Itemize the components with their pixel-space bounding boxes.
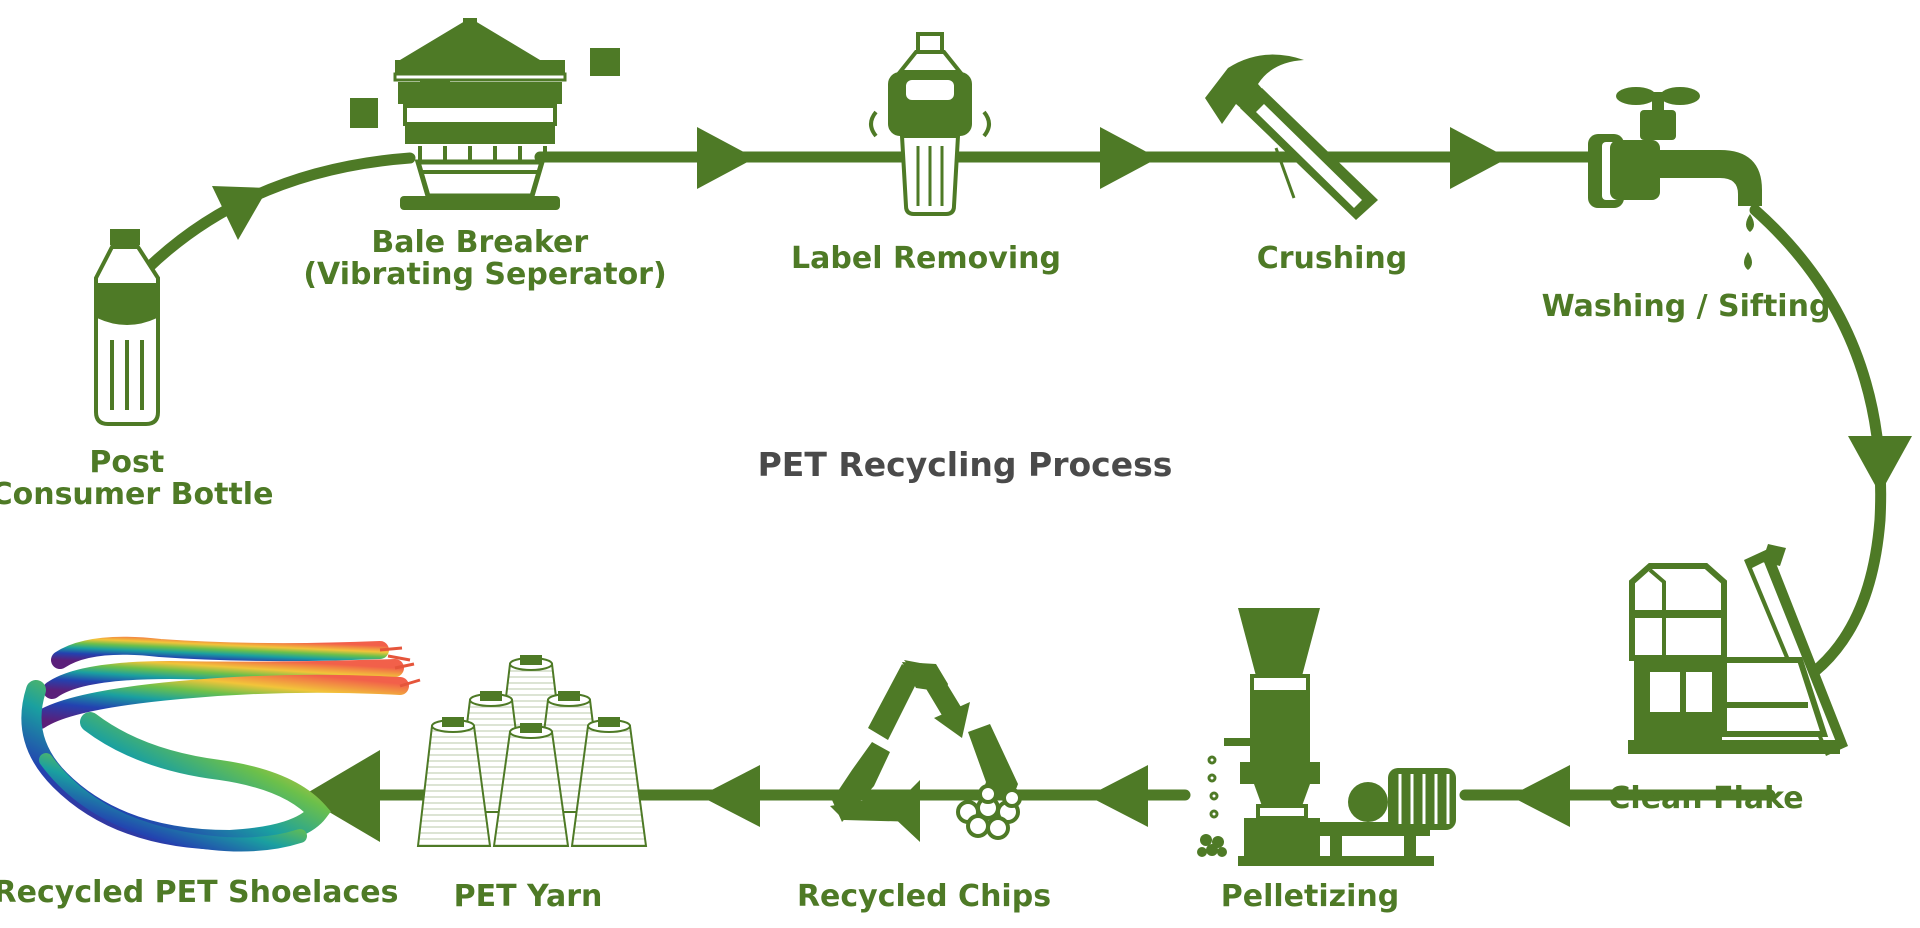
arrow-7	[1088, 765, 1148, 827]
hammer-icon	[1205, 54, 1378, 220]
label-recycled-pet-shoelaces: Recycled PET Shoelaces	[0, 875, 398, 910]
label-bale-breaker-line-2: (Vibrating Seperator)	[303, 257, 666, 292]
step-labels: Post Consumer Bottle Bale Breaker (Vibra…	[0, 225, 1830, 914]
arrow-3	[1100, 127, 1158, 189]
arrow-2	[697, 127, 755, 189]
label-pet-yarn: PET Yarn	[454, 879, 603, 914]
arrow-4	[1450, 127, 1508, 189]
arrow-5	[1848, 436, 1912, 494]
shoelaces-icon	[21, 636, 409, 852]
label-crushing: Crushing	[1257, 241, 1408, 276]
flake-machine-icon	[1628, 544, 1848, 756]
yarn-cones-icon	[416, 655, 648, 847]
label-post-consumer-bottle: Post Consumer Bottle	[0, 445, 273, 512]
bottle-icon	[94, 229, 160, 426]
label-bale-breaker-line-1: Bale Breaker	[371, 225, 588, 260]
label-clean-flake: Clean Flake	[1608, 781, 1803, 816]
label-bale-breaker: Bale Breaker (Vibrating Seperator)	[303, 225, 666, 292]
label-pelletizing: Pelletizing	[1221, 879, 1399, 914]
flow-arrows	[212, 127, 1912, 842]
shoelace-tips	[379, 646, 421, 688]
label-recycled-chips: Recycled Chips	[797, 879, 1051, 914]
label-washing-sifting: Washing / Sifting	[1542, 289, 1831, 324]
label-post-consumer-bottle-line-2: Consumer Bottle	[0, 477, 273, 512]
arrow-9	[302, 750, 380, 842]
recycle-symbol-icon	[830, 660, 1022, 842]
arrow-6	[1510, 765, 1570, 827]
pelletizer-machine-icon	[1197, 608, 1456, 866]
water-tap-icon	[1588, 87, 1762, 270]
arrow-8	[700, 765, 760, 827]
label-label-removing: Label Removing	[791, 241, 1061, 276]
vibrating-separator-icon	[350, 18, 620, 210]
label-post-consumer-bottle-line-1: Post	[89, 445, 164, 480]
label-removing-bottle-icon	[869, 32, 991, 216]
diagram-title: PET Recycling Process	[758, 445, 1173, 484]
arrow-1	[212, 186, 268, 240]
